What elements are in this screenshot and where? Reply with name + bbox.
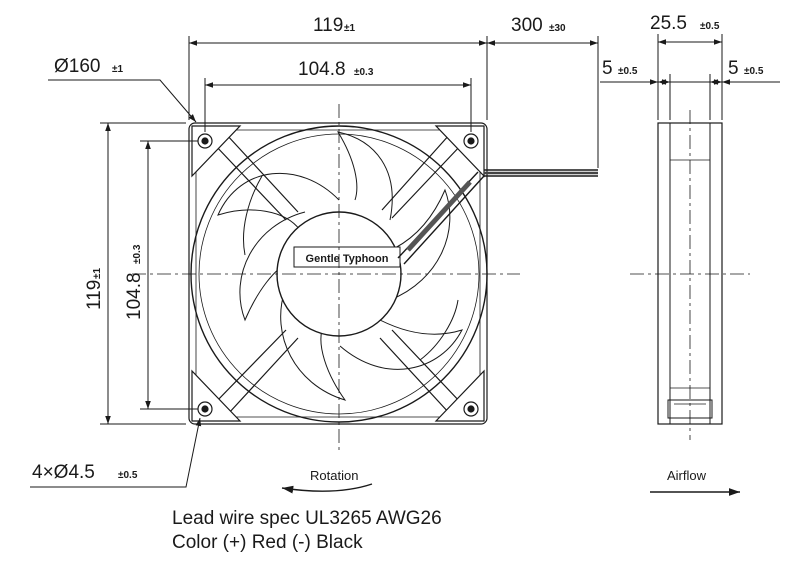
- brand-logo-text: Gentle Typhoon: [306, 253, 389, 265]
- dim-hole-pitch-v-tol: ±0.3: [132, 244, 143, 264]
- airflow-label: Airflow: [667, 468, 707, 483]
- rotation-arrow: [281, 483, 373, 494]
- dim-height-value: 119: [84, 280, 105, 310]
- front-view: [132, 104, 598, 452]
- dim-depth-tol: ±0.5: [700, 21, 720, 32]
- dim-height-tol: ±1: [92, 268, 103, 279]
- center-lines: [132, 104, 520, 452]
- dim-flange-right-tol: ±0.5: [744, 66, 764, 77]
- dim-hole-pitch-v-value: 104.8: [124, 272, 145, 320]
- dim-flange-left-tol: ±0.5: [618, 66, 638, 77]
- fan-frame-inner: [195, 129, 481, 418]
- mounting-bosses: [191, 125, 485, 422]
- dim-mount-holes-value: 4×Ø4.5: [32, 462, 95, 483]
- dim-hole-pitch-tol: ±0.3: [354, 67, 374, 78]
- dim-width-tol: ±1: [344, 23, 355, 34]
- dim-wire-value: 300: [511, 15, 543, 36]
- fan-blades: [217, 131, 464, 401]
- dim-flange-right-value: 5: [728, 58, 739, 79]
- dim-hole-pitch-value: 104.8: [298, 59, 346, 80]
- side-dimension-lines: [600, 34, 780, 120]
- dim-diameter-value: Ø160: [54, 56, 100, 77]
- hub-label-plate: [293, 246, 401, 268]
- side-view: [630, 110, 750, 440]
- dimension-texts: 119 ±1 104.8 ±0.3 300 ±30 Ø160 ±1 4×Ø4.5…: [32, 13, 764, 483]
- frame-spokes: [213, 133, 463, 415]
- lead-wire: [397, 169, 598, 265]
- dim-diameter-tol: ±1: [112, 64, 123, 75]
- lead-wire-spec: Lead wire spec UL3265 AWG26: [172, 508, 442, 529]
- dim-flange-left-value: 5: [602, 58, 613, 79]
- rotation-label: Rotation: [310, 468, 358, 483]
- wire-color-spec: Color (+) Red (-) Black: [172, 532, 363, 553]
- dim-width-value: 119: [313, 15, 343, 36]
- dim-mount-holes-tol: ±0.5: [118, 470, 138, 481]
- dim-wire-tol: ±30: [549, 23, 566, 34]
- dim-depth-value: 25.5: [650, 13, 687, 34]
- front-dimension-lines: [30, 36, 599, 488]
